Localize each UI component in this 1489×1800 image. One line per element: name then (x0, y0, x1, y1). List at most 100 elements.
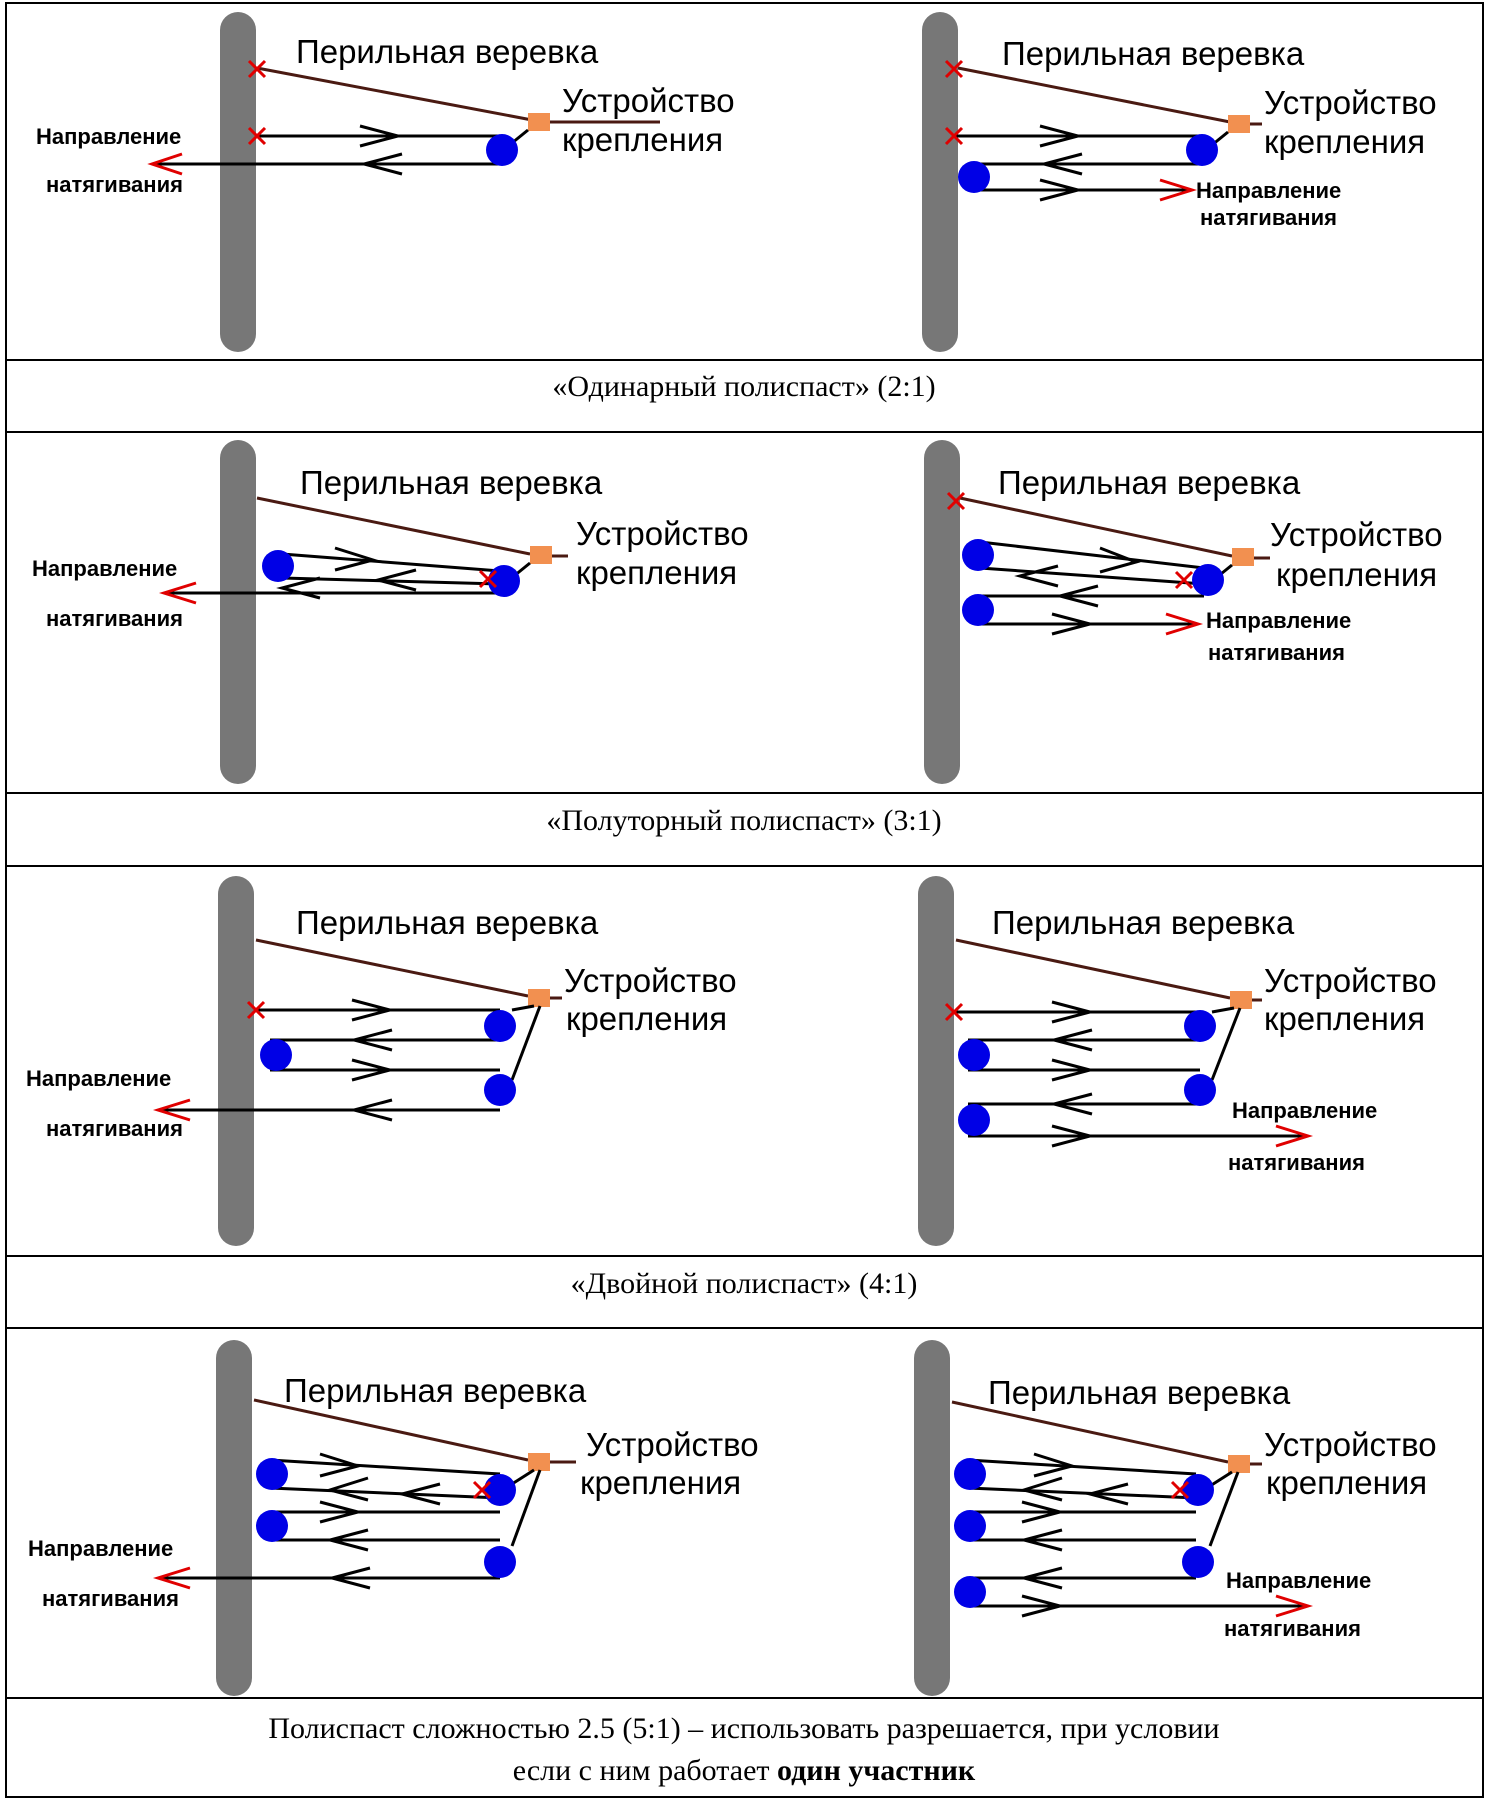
clamp-mark (478, 569, 498, 589)
anchor-label-line1: Устройство (576, 515, 749, 552)
pulley (958, 161, 990, 193)
anchor-label-line2: крепления (1276, 556, 1437, 593)
pull-direction-line2: натягивания (46, 172, 183, 197)
anchor-device (1228, 1455, 1250, 1473)
pull-direction-line1: Направление (32, 556, 177, 581)
caption-complex-line2-bold: один участник (777, 1754, 976, 1787)
railing-rope-label: Перильная веревка (998, 464, 1301, 501)
anchor-device (1232, 548, 1254, 566)
anchor-label-line1: Устройство (1264, 1426, 1437, 1463)
pull-direction-line2: натягивания (42, 1586, 179, 1611)
pulley (484, 1546, 516, 1578)
railing-rope-label: Перильная веревка (296, 33, 599, 70)
pull-arrow (1275, 1594, 1314, 1618)
clamp-mark (247, 126, 267, 146)
anchor-label-line1: Устройство (564, 962, 737, 999)
pull-direction-line1: Направление (28, 1536, 173, 1561)
pulley (954, 1576, 986, 1608)
railing-rope-label: Перильная веревка (296, 904, 599, 941)
pulley (260, 1039, 292, 1071)
pull-direction-line1: Направление (1226, 1568, 1371, 1593)
pulley (962, 539, 994, 571)
anchor-label-line2: крепления (566, 1000, 727, 1037)
anchor-label-line2: крепления (576, 554, 737, 591)
wall (922, 12, 958, 352)
section-double-left: Перильная веревка Устройство крепления Н… (26, 876, 737, 1246)
pull-direction-line2: натягивания (46, 1116, 183, 1141)
pull-direction-line1: Направление (1232, 1098, 1377, 1123)
caption-complex-line1: Полиспаст сложностью 2.5 (5:1) – использ… (268, 1712, 1219, 1745)
pulley (484, 1474, 516, 1506)
caption-double: «Двойной полиспаст» (4:1) (571, 1267, 918, 1300)
pull-direction-line2: натягивания (46, 606, 183, 631)
caption-single: «Одинарный полиспаст» (2:1) (552, 370, 935, 403)
section-double-right: Перильная веревка Устройство крепления Н… (918, 876, 1437, 1246)
anchor-label-line2: крепления (1264, 1000, 1425, 1037)
clamp-mark (472, 1480, 492, 1500)
anchor-label-line1: Устройство (1264, 84, 1437, 121)
pulley (1184, 1074, 1216, 1106)
clamp-mark (1170, 1480, 1190, 1500)
pulley (1184, 1010, 1216, 1042)
railing-rope (256, 66, 533, 122)
caption-one-and-half: «Полуторный полиспаст» (3:1) (546, 804, 941, 837)
railing-rope-label: Перильная веревка (992, 904, 1295, 941)
pull-direction-line1: Направление (26, 1066, 171, 1091)
wall (918, 876, 954, 1246)
railing-rope-label: Перильная веревка (1002, 35, 1305, 72)
anchor-device (1230, 991, 1252, 1009)
section-one-and-half-right: Перильная веревка Устройство крепления Н… (924, 440, 1443, 784)
clamp-mark (1174, 570, 1194, 590)
pulley (486, 134, 518, 166)
railing-rope-label: Перильная веревка (300, 464, 603, 501)
pulley (1182, 1546, 1214, 1578)
pull-arrow (1165, 612, 1204, 636)
pull-arrow (152, 1098, 191, 1122)
pull-arrow (152, 1566, 191, 1590)
anchor-label-line2: крепления (562, 121, 723, 158)
pull-direction-line1: Направление (1196, 178, 1341, 203)
anchor-label-line2: крепления (580, 1464, 741, 1501)
pull-arrow (147, 152, 183, 176)
pulley (1182, 1474, 1214, 1506)
caption-complex-line2: если с ним работает один участник (513, 1754, 976, 1787)
clamp-mark (944, 1002, 964, 1022)
pulley (484, 1010, 516, 1042)
pulley (484, 1074, 516, 1106)
section-complex-right: Перильная веревка Устройство крепления Н… (914, 1340, 1437, 1696)
anchor-device (528, 113, 550, 131)
section-complex-left: Перильная веревка Устройство крепления Н… (28, 1340, 759, 1696)
anchor-label-line2: крепления (1266, 1464, 1427, 1501)
clamp-mark (944, 59, 964, 79)
pull-arrow (1159, 178, 1198, 202)
anchor-label-line1: Устройство (562, 82, 735, 119)
anchor-label-line2: крепления (1264, 123, 1425, 160)
anchor-label-line1: Устройство (1264, 962, 1437, 999)
pull-arrow (158, 581, 197, 605)
clamp-mark (944, 126, 964, 146)
wall (216, 1340, 252, 1696)
pull-direction-line1: Направление (1206, 608, 1351, 633)
anchor-device (1228, 115, 1250, 133)
pull-direction-line2: натягивания (1224, 1616, 1361, 1641)
pulley (262, 550, 294, 582)
railing-rope-label: Перильная веревка (988, 1374, 1291, 1411)
pull-direction-line2: натягивания (1200, 205, 1337, 230)
pulley (954, 1510, 986, 1542)
section-single-right: Перильная веревка Устройство крепления Н… (922, 12, 1437, 352)
pulley (1192, 564, 1224, 596)
pull-direction-line2: натягивания (1208, 640, 1345, 665)
table-grid (5, 2, 1484, 1798)
clamp-mark (247, 59, 267, 79)
pulley (958, 1104, 990, 1136)
clamp-mark (246, 1000, 266, 1020)
clamp-mark (946, 491, 966, 511)
wall (220, 440, 256, 784)
anchor-device (528, 989, 550, 1007)
pull-arrow (1275, 1124, 1314, 1148)
railing-rope-label: Перильная веревка (284, 1372, 587, 1409)
pulley (1186, 134, 1218, 166)
wall (218, 876, 254, 1246)
wall (914, 1340, 950, 1696)
